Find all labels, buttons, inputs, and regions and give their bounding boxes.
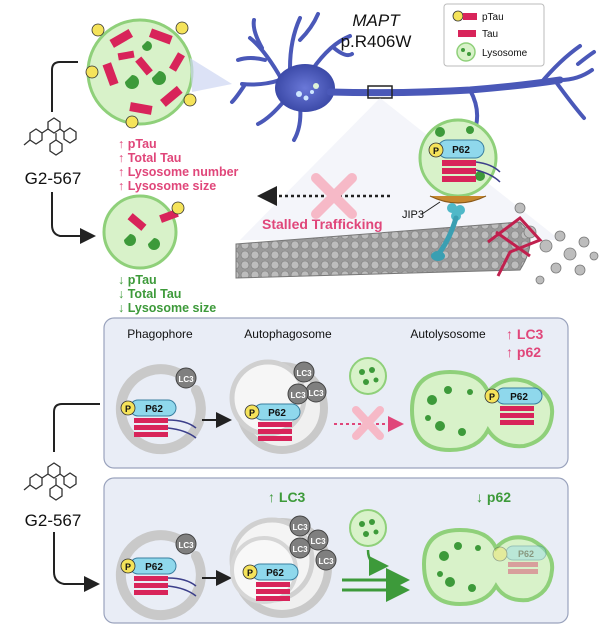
- p-label-transport: P: [433, 146, 439, 156]
- treated-lysosome-cell: [102, 194, 185, 270]
- lc3-label-autophagosome-b: LC3: [308, 389, 324, 398]
- legend-tau: Tau: [482, 29, 498, 40]
- effect-ptau-down: ↓ pTau: [118, 273, 157, 287]
- p62-label-autolysosome: P62: [510, 392, 528, 403]
- inner-lysosomes: [125, 41, 166, 89]
- stalled-trafficking-label: Stalled Trafficking: [262, 216, 383, 232]
- autophagosome-label: Autophagosome: [244, 327, 332, 341]
- p62-label-phagophore: P62: [145, 404, 163, 415]
- untreated-lysosome-cell: [85, 18, 197, 129]
- p62-label-phagophore-rescued: P62: [145, 562, 163, 573]
- p-label-phagophore-rescued: P: [125, 562, 131, 572]
- compound-label-bottom: G2-567: [25, 511, 82, 530]
- legend-ptau: pTau: [482, 12, 504, 23]
- lc3-up-label-rescued: ↑ LC3: [268, 489, 306, 505]
- lc3-label-phagophore-rescued: LC3: [178, 541, 194, 550]
- autophagy-panel-rescued: ↑ LC3 ↓ p62 LC3 P62 P LC3 LC3 LC3 LC3 P6…: [103, 477, 569, 624]
- tau-fragments: [102, 28, 185, 115]
- microtubule-scene: P62 P JIP3 Stalled Trafficking: [235, 98, 599, 285]
- lc3-label-rescued-d: LC3: [318, 557, 334, 566]
- compound-top-bracket: G2-567: [18, 61, 96, 244]
- variant-label: p.R406W: [341, 32, 412, 51]
- p62-up-label: ↑ p62: [506, 344, 541, 360]
- axon-zoom-box: [367, 85, 393, 99]
- lc3-label-rescued-c: LC3: [292, 545, 308, 554]
- p62-down-label-rescued: ↓ p62: [476, 489, 511, 505]
- neuron: [190, 12, 596, 142]
- compound-label-top: G2-567: [25, 169, 82, 188]
- untreated-effects: ↑ pTau ↑ Total Tau ↑ Lysosome number ↑ L…: [118, 137, 239, 193]
- p-label-autolysosome: P: [489, 392, 495, 402]
- gene-label: MAPT: [352, 11, 401, 30]
- treated-effects: ↓ pTau ↓ Total Tau ↓ Lysosome size: [118, 273, 216, 315]
- legend: pTau Tau Lysosome: [443, 3, 545, 67]
- compound-bottom-bracket: G2-567: [14, 403, 100, 592]
- effect-lysosome-size-down: ↓ Lysosome size: [118, 301, 216, 315]
- lc3-label-rescued-b: LC3: [310, 537, 326, 546]
- phospho-tags: [85, 21, 197, 129]
- molecule-icon-bottom: [23, 462, 77, 501]
- lc3-label-rescued-a: LC3: [292, 523, 308, 532]
- p62-label-autophagosome: P62: [268, 408, 286, 419]
- effect-ptau-up: ↑ pTau: [118, 137, 157, 151]
- p-label-autophagosome: P: [249, 408, 255, 418]
- p62-label-autophagosome-rescued: P62: [266, 568, 284, 579]
- phagophore-label: Phagophore: [127, 327, 193, 341]
- effect-total-tau-down: ↓ Total Tau: [118, 287, 181, 301]
- molecule-icon-top: [23, 117, 77, 156]
- block-x-fusion-icon: [352, 406, 384, 440]
- autophagy-panel-stalled: Phagophore Autophagosome Autolysosome ↑ …: [103, 317, 569, 469]
- lc3-up-label: ↑ LC3: [506, 326, 544, 342]
- block-x-trafficking-icon: [311, 173, 357, 219]
- lc3-label-phagophore: LC3: [178, 375, 194, 384]
- p62-label-transport: P62: [452, 145, 470, 156]
- jip3-label: JIP3: [402, 209, 424, 221]
- autolysosome-label: Autolysosome: [410, 327, 486, 341]
- p62-label-degraded: P62: [518, 549, 534, 559]
- legend-lysosome: Lysosome: [482, 48, 528, 59]
- lc3-label-autophagosome-a: LC3: [296, 369, 312, 378]
- p-label-autophagosome-rescued: P: [247, 568, 253, 578]
- effect-lysosome-number-up: ↑ Lysosome number: [118, 165, 239, 179]
- effect-lysosome-size-up: ↑ Lysosome size: [118, 179, 216, 193]
- lc3-label-autophagosome-c: LC3: [290, 391, 306, 400]
- p-label-phagophore: P: [125, 404, 131, 414]
- effect-total-tau-up: ↑ Total Tau: [118, 151, 181, 165]
